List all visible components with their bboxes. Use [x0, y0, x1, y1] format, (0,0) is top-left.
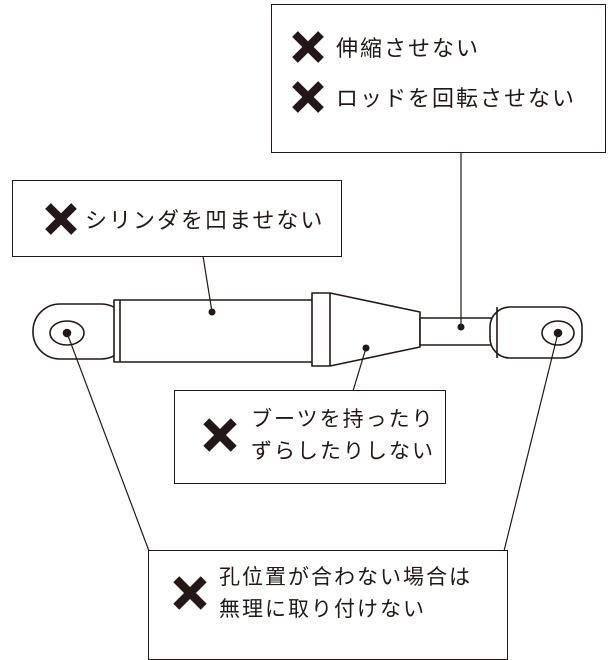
note-row-boot: ブーツを持ったり ずらしたりしない — [201, 403, 445, 467]
x-mark-icon — [173, 576, 207, 610]
boot — [311, 292, 421, 367]
note-hole-line1: 孔位置が合わない場合は — [219, 565, 472, 589]
note-row-rod-rotation: ロッドを回転させない — [290, 79, 605, 115]
note-extension: 伸縮させない — [336, 37, 481, 62]
note-row-hole: 孔位置が合わない場合は 無理に取り付けない — [171, 561, 507, 625]
note-rod-rotation: ロッドを回転させない — [336, 87, 577, 112]
x-mark-icon — [45, 203, 77, 235]
x-mark-icon — [292, 31, 324, 63]
leader-dots — [208, 308, 465, 352]
note-hole-lines: 孔位置が合わない場合は 無理に取り付けない — [209, 561, 472, 625]
note-boot-line1: ブーツを持ったり — [251, 407, 435, 431]
callout-cylinder: シリンダを凹ませない — [12, 180, 342, 257]
right-eye-end — [489, 306, 583, 359]
note-boot-line2: ずらしたりしない — [251, 439, 435, 463]
x-mark-icon — [292, 81, 324, 113]
callout-rod: 伸縮させない ロッドを回転させない — [271, 4, 606, 153]
note-boot-lines: ブーツを持ったり ずらしたりしない — [239, 403, 435, 467]
callout-hole-alignment: 孔位置が合わない場合は 無理に取り付けない — [148, 550, 508, 660]
callout-boot: ブーツを持ったり ずらしたりしない — [174, 390, 446, 484]
x-mark-icon — [203, 418, 237, 452]
leader-lines — [66, 152, 559, 552]
note-hole-line2: 無理に取り付けない — [219, 597, 426, 621]
note-row-cylinder: シリンダを凹ませない — [43, 201, 341, 237]
note-row-extension: 伸縮させない — [290, 29, 605, 65]
gas-spring-diagram — [32, 152, 583, 552]
note-cylinder: シリンダを凹ませない — [85, 209, 325, 234]
